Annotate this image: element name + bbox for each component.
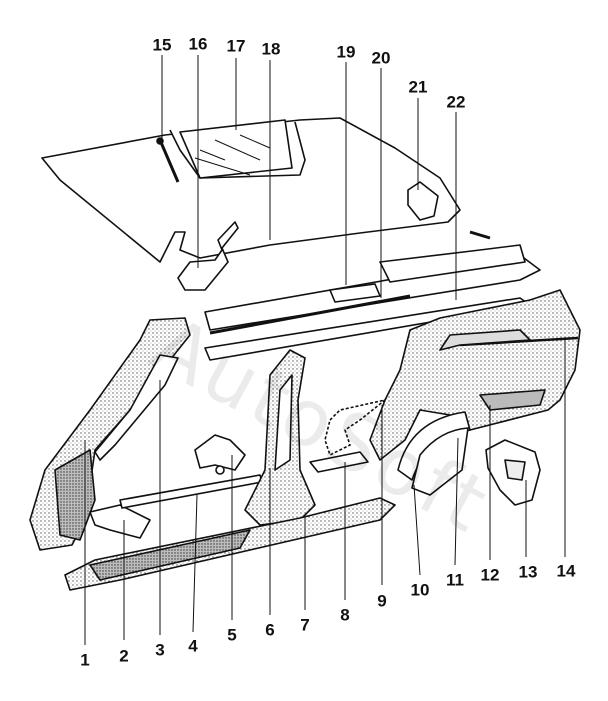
callout-22: 22: [446, 92, 466, 112]
callout-21: 21: [408, 77, 428, 97]
callout-10: 10: [410, 580, 430, 600]
part-gusset-bracket: [407, 181, 439, 221]
callout-3: 3: [155, 640, 165, 660]
callout-20: 20: [371, 48, 391, 68]
part-wheel-arch-liner: [411, 427, 469, 496]
callout-6: 6: [265, 620, 275, 640]
part-floor-bracket: [89, 504, 151, 539]
callout-5: 5: [227, 625, 237, 645]
part-seal-strip: [158, 139, 180, 183]
callout-19: 19: [336, 42, 356, 62]
callout-1: 1: [80, 650, 90, 670]
callout-8: 8: [340, 605, 350, 625]
leader-lines: [84, 55, 566, 645]
callout-4: 4: [188, 636, 198, 656]
callout-2: 2: [119, 646, 129, 666]
part-sill-reinforcement: [309, 451, 369, 473]
part-a-pillar-trim: [94, 354, 179, 461]
callout-16: 16: [188, 34, 208, 54]
callout-13: 13: [518, 562, 538, 582]
callout-18: 18: [261, 39, 281, 59]
part-rod: [324, 399, 386, 456]
part-sill-strip: [119, 474, 263, 509]
callout-7: 7: [300, 615, 310, 635]
part-roof-bracket: [177, 221, 239, 291]
part-roof-panel: [41, 117, 461, 263]
callout-11: 11: [446, 570, 464, 590]
callout-14: 14: [556, 561, 576, 581]
part-roof-gutter: [209, 294, 411, 335]
callout-9: 9: [377, 591, 387, 611]
part-door-hinge: [194, 434, 246, 471]
callout-17: 17: [226, 36, 246, 56]
callout-15: 15: [152, 35, 172, 55]
callout-12: 12: [480, 565, 500, 585]
